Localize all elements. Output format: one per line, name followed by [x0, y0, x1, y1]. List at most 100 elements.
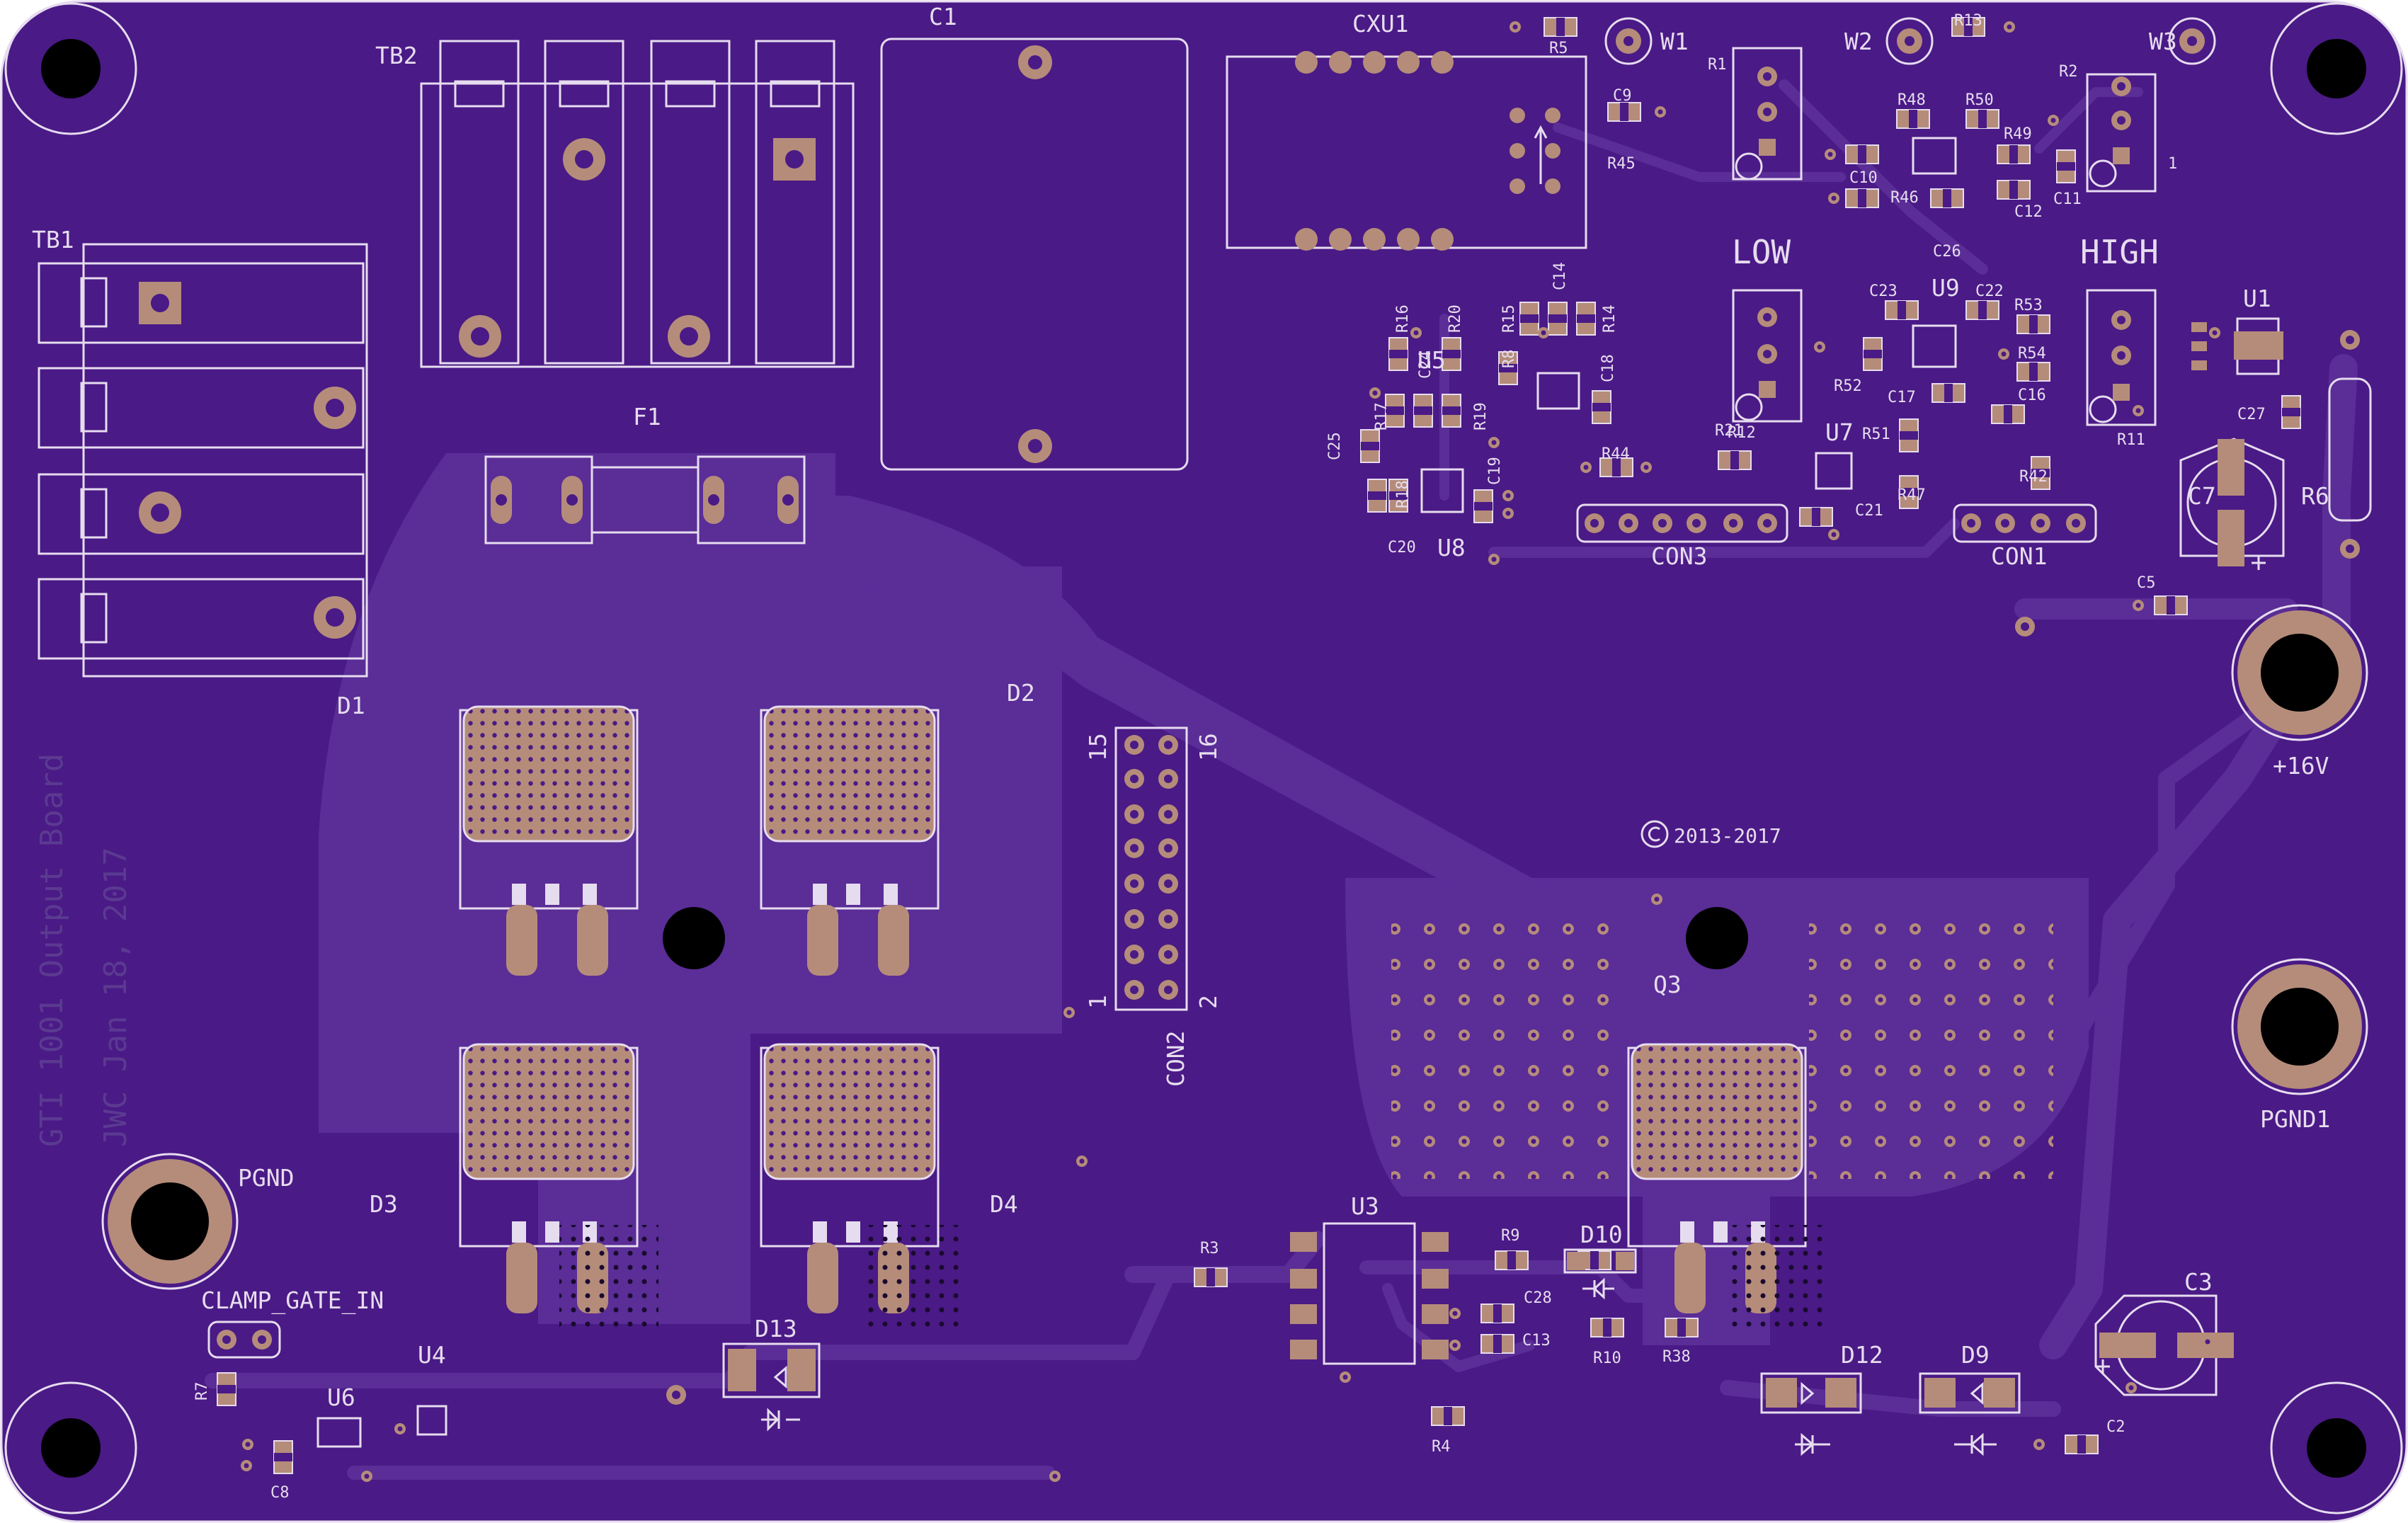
stitch-vias-d4: [860, 1225, 959, 1331]
label-w1: W1: [1660, 28, 1689, 55]
label-r46: R46: [1890, 189, 1919, 207]
label-pin1: 1: [2168, 155, 2177, 173]
label-c5: C5: [2137, 574, 2156, 592]
tb1-pads: [139, 282, 356, 639]
label-c11: C11: [2053, 190, 2082, 208]
label-r45: R45: [1607, 155, 1636, 173]
label-r54: R54: [2018, 345, 2046, 363]
pad-plus16v: [2231, 604, 2368, 741]
copyright-symbol: [1640, 820, 1669, 848]
label-r20: R20: [1446, 304, 1464, 333]
label-d13: D13: [755, 1315, 797, 1342]
pad-pgnd: [101, 1153, 239, 1290]
label-r11: R11: [2117, 431, 2145, 449]
label-w2: W2: [1844, 28, 1873, 55]
via-large-2: [666, 1385, 686, 1405]
label-c26: C26: [1933, 243, 1961, 261]
label-c8: C8: [270, 1484, 290, 1502]
stitch-vias-d3: [559, 1225, 658, 1331]
label-con1: CON1: [1991, 542, 2047, 570]
label-r50: R50: [1965, 91, 1994, 109]
label-con2-2: 2: [1194, 995, 1222, 1009]
label-d9: D9: [1961, 1341, 1990, 1369]
label-con2-1: 1: [1084, 995, 1112, 1009]
label-r4: R4: [1432, 1438, 1451, 1456]
label-c23: C23: [1869, 283, 1898, 300]
watermark: GTI 1001 Output Board JWC Jan 18, 2017: [34, 753, 134, 1147]
thermal-vias-q3: [1391, 913, 1625, 1179]
label-c7: C7: [2188, 482, 2216, 510]
label-r18: R18: [1394, 480, 1412, 508]
header-con2: [1114, 726, 1188, 1011]
trimmers: [1732, 47, 2157, 426]
label-cxu1: CXU1: [1352, 10, 1408, 38]
capacitor-c1: [880, 38, 1189, 471]
via-large: [2015, 617, 2035, 637]
smd-diodes: [722, 1248, 2021, 1414]
watermark-line2: JWC Jan 18, 2017: [98, 847, 134, 1147]
label-d3: D3: [370, 1190, 398, 1218]
diode-symbols: [761, 1277, 1997, 1456]
label-c14: C14: [1551, 262, 1569, 290]
label-pgnd: PGND: [238, 1164, 294, 1192]
test-points: [1604, 17, 2216, 65]
label-r6: R6: [2301, 482, 2329, 510]
label-u7: U7: [1825, 418, 1854, 446]
label-u1: U1: [2243, 285, 2271, 312]
label-u3: U3: [1351, 1192, 1379, 1220]
label-r10: R10: [1593, 1350, 1621, 1367]
label-f1: F1: [633, 403, 661, 430]
label-c9: C9: [1613, 87, 1632, 105]
label-r8: R8: [1500, 350, 1518, 369]
resistor-r6: [2328, 330, 2372, 559]
label-r1: R1: [1708, 56, 1727, 74]
label-r48: R48: [1898, 91, 1926, 109]
label-c2: C2: [2106, 1418, 2125, 1436]
label-copyright: 2013-2017: [1674, 824, 1781, 848]
label-con3: CON3: [1651, 542, 1707, 570]
label-r3: R3: [1200, 1240, 1219, 1257]
label-high: HIGH: [2080, 233, 2159, 271]
label-r52: R52: [1834, 377, 1862, 395]
label-r21: R21: [1715, 422, 1743, 440]
drill-hole-d: [663, 907, 725, 969]
label-r13: R13: [1954, 12, 1982, 30]
label-r5: R5: [1549, 40, 1568, 57]
header-clamp-gate-in: [207, 1320, 281, 1359]
label-u4: U4: [418, 1341, 446, 1369]
label-pgnd1: PGND1: [2260, 1105, 2330, 1133]
label-r17: R17: [1373, 402, 1391, 430]
capacitor-c3: [2094, 1294, 2234, 1396]
pad-pgnd1: [2231, 958, 2368, 1095]
rotated-labels: R16 R20 R15 C14 R14 C24 R8 C18 R17 R19 C…: [193, 262, 1619, 1401]
label-low: LOW: [1732, 233, 1791, 271]
stitch-vias-q3: [1728, 1225, 1827, 1331]
label-r2: R2: [2059, 63, 2078, 81]
label-r42: R42: [2019, 468, 2048, 486]
label-r14: R14: [1601, 304, 1619, 333]
trimmer-pads: [1757, 67, 2131, 401]
label-r7: R7: [193, 1382, 211, 1401]
ic-u3: [1290, 1222, 1449, 1365]
label-c18: C18: [1599, 354, 1617, 382]
label-u8: U8: [1437, 534, 1466, 561]
label-q3: Q3: [1653, 971, 1682, 998]
label-r38: R38: [1662, 1348, 1691, 1366]
ic-u1: [2191, 317, 2283, 375]
label-c16: C16: [2018, 387, 2046, 404]
watermark-line1: GTI 1001 Output Board: [34, 753, 70, 1147]
label-u6: U6: [327, 1384, 355, 1411]
label-c27: C27: [2237, 406, 2266, 423]
label-r51: R51: [1862, 426, 1890, 443]
fuse-f1: [484, 455, 806, 544]
label-c24: C24: [1417, 350, 1434, 379]
label-tb1: TB1: [32, 226, 74, 253]
terminal-block-tb1: [38, 243, 368, 678]
label-c28: C28: [1524, 1289, 1552, 1307]
label-c10: C10: [1849, 169, 1878, 187]
label-c13: C13: [1522, 1332, 1551, 1350]
label-r44: R44: [1602, 445, 1630, 463]
label-c20: C20: [1388, 539, 1416, 557]
label-c1: C1: [929, 3, 957, 30]
label-r15: R15: [1500, 304, 1518, 333]
